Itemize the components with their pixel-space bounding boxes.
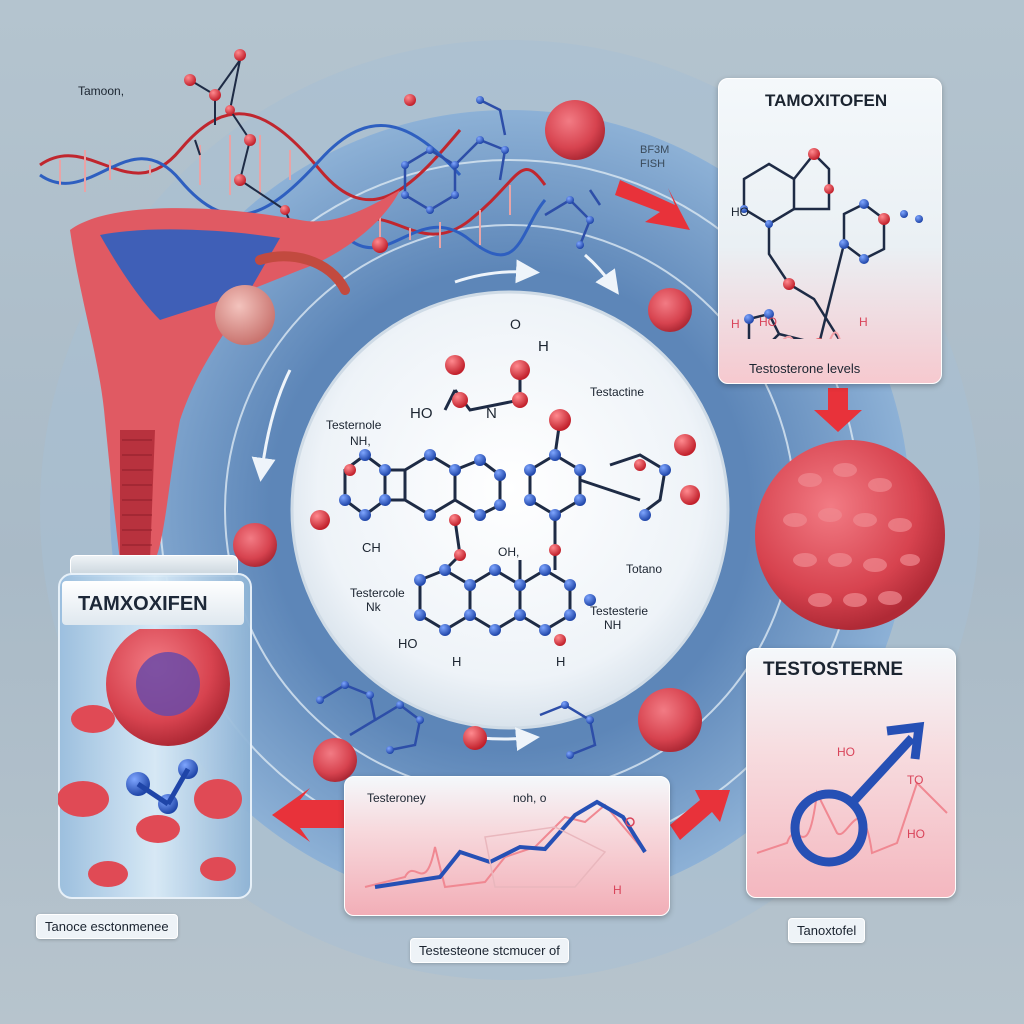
tissue-sphere-icon <box>755 440 945 630</box>
label-center-ho-top: HO <box>410 405 433 422</box>
red-cell-top <box>545 100 605 160</box>
center-disc <box>290 290 730 730</box>
red-arrow-top-right <box>615 180 690 230</box>
panel-testeroney-note: noh, o <box>513 791 547 805</box>
panel-tamoxifen-molecule <box>740 148 923 339</box>
bottle-label <box>62 581 244 625</box>
bottom-blue-atom-dots <box>316 681 594 759</box>
panel-testosterone-ho: HO <box>837 745 855 759</box>
label-center-left-bottom-2: Nk <box>366 600 381 614</box>
label-center-right-top: Testactine <box>590 385 645 399</box>
red-arrow-down-right <box>814 388 862 432</box>
red-cell-right <box>648 288 692 332</box>
caption-bottom-right: Tanoxtofel <box>788 918 866 943</box>
bottle-label-text: TAMXOXIFEN <box>78 593 208 615</box>
label-center-left-nh: NH, <box>350 434 371 448</box>
label-center-oh-mid: OH, <box>498 545 520 559</box>
label-center-right-mid: Totano <box>626 562 663 576</box>
panel-testeroney-h: H <box>613 883 622 897</box>
blue-atom-dots <box>401 96 594 249</box>
label-center-ho-bottom: HO <box>398 636 418 651</box>
panel-testosterone-ho-bottom: HO <box>907 827 925 841</box>
red-cell-bottom-right <box>638 688 702 752</box>
label-center-h-bottom-right: H <box>556 654 566 669</box>
center-molecule-structure <box>310 355 700 646</box>
panel-tamoxifen-h-left: H <box>731 317 740 331</box>
label-center-o-top: O <box>510 316 521 332</box>
caption-bottom-left: Tanoce esctonmenee <box>36 914 178 939</box>
panel-testeroney-graph: Testeroney noh, o H <box>344 776 670 916</box>
label-center-left-top: Testernole <box>326 418 382 432</box>
panel-testosterone: TESTOSTERNE HO TO HO <box>746 648 956 898</box>
red-arrow-right <box>670 790 730 840</box>
red-arrow-left <box>272 788 350 842</box>
label-center-left-bottom-1: Testercole <box>350 586 405 600</box>
ring-arrow-bottom <box>479 727 540 751</box>
red-molecule-chain-icon <box>184 49 416 253</box>
testosterone-line-graph <box>364 799 647 889</box>
label-center-right-bottom-1: Testesterie <box>590 604 649 618</box>
male-symbol-icon <box>756 721 948 867</box>
panel-tamoxifen-ho-mid: HO <box>759 315 777 329</box>
label-center-ch: CH <box>362 540 381 555</box>
panel-tamoxifen-title: TAMOXITOFEN <box>765 91 888 110</box>
panel-tamoxifen-caption: Testosterone levels <box>749 361 861 376</box>
label-top-center-note-2: FISH <box>640 158 666 170</box>
caption-bottom-center: Testesteone stcmucer of <box>410 938 569 963</box>
red-cell-bottom <box>463 726 487 750</box>
panel-testosterone-to: TO <box>907 773 924 787</box>
red-cell-left <box>233 523 277 567</box>
label-center-right-bottom-2: NH <box>604 618 622 632</box>
label-center-h-top: H <box>538 338 549 355</box>
ring-arrow-top <box>454 259 540 284</box>
ring-arrow-left <box>251 369 292 482</box>
panel-tamoxifen-ho: HO <box>731 205 749 219</box>
panel-tamoxifen: TAMOXITOFEN HO HO H H Testosterone level… <box>718 78 942 384</box>
label-center-n: N <box>486 405 497 422</box>
label-top-center-note-1: BF3M <box>640 144 670 156</box>
ring-arrow-right <box>584 253 619 295</box>
label-top-left-note: Tamoon, <box>78 84 125 98</box>
uterus-anatomy-icon <box>70 190 400 560</box>
panel-testeroney-title: Testeroney <box>367 791 426 805</box>
label-center-h-bottom-left: H <box>452 654 462 669</box>
bottle-cells-icon <box>58 629 242 887</box>
panel-tamoxifen-h-right: H <box>859 315 868 329</box>
panel-testosterone-title: TESTOSTERNE <box>763 659 904 680</box>
medicine-bottle: TAMXOXIFEN <box>58 555 252 899</box>
red-cell-bottom-left <box>313 738 357 782</box>
